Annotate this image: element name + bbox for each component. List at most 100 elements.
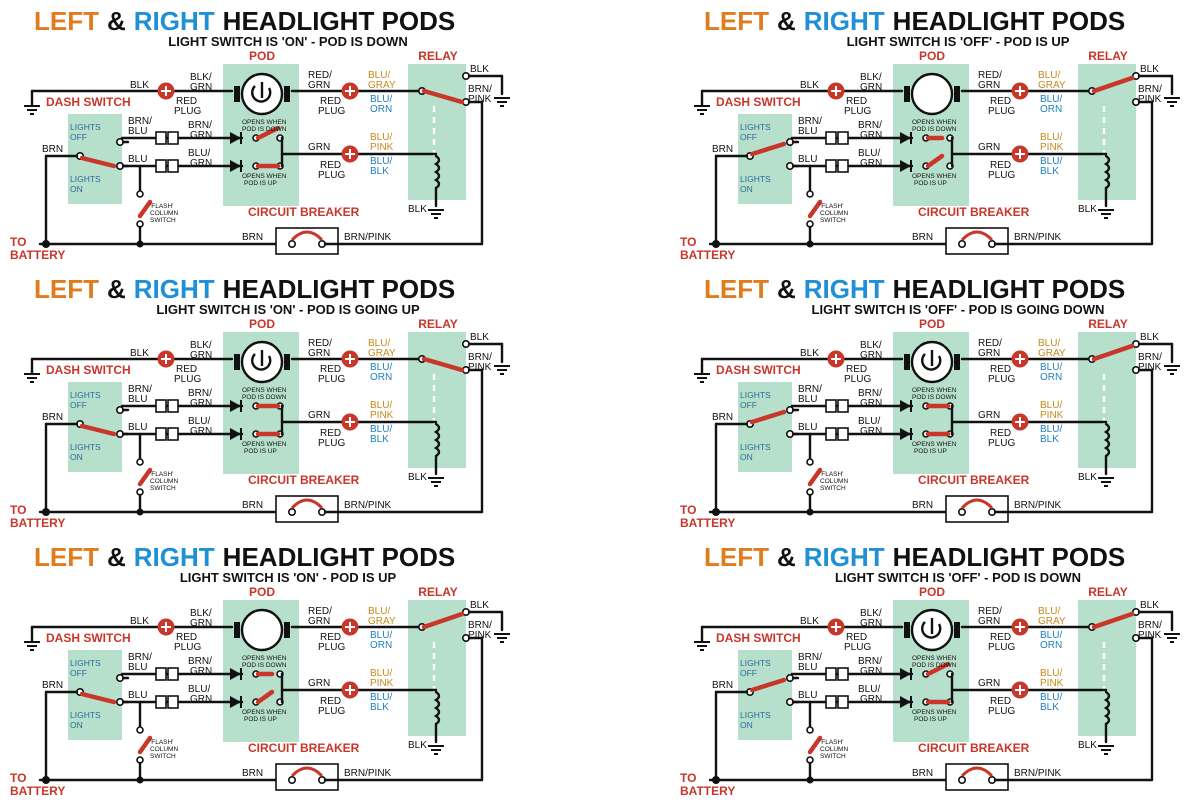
- battery-label: BATTERY: [10, 516, 65, 530]
- title-right: RIGHT: [804, 6, 885, 36]
- dash-on-label: LIGHTS: [70, 710, 101, 720]
- junction: [136, 776, 144, 784]
- wire-label: GRAY: [1038, 80, 1066, 91]
- dash-off-label: OFF: [70, 400, 87, 410]
- circuit-breaker-label: CIRCUIT BREAKER: [248, 741, 360, 755]
- wire-label: RED/: [978, 70, 1002, 81]
- wire-label: BLK: [1078, 740, 1097, 751]
- panel-subtitle: LIGHT SWITCH IS 'OFF' - POD IS DOWN: [835, 570, 1081, 585]
- diode-icon: [900, 132, 912, 144]
- ground-icon: [494, 633, 510, 643]
- pod-note: OPENS WHEN: [912, 441, 957, 448]
- red-plug-icon: [157, 618, 175, 636]
- wire-label: BLU/: [370, 424, 392, 435]
- wire-label: BRN/: [1138, 620, 1162, 631]
- ground-icon: [1164, 365, 1180, 375]
- title-amp: &: [107, 542, 126, 572]
- pod-motor-icon: [904, 340, 960, 384]
- wire-label: BLU/: [1038, 606, 1060, 617]
- red-plug-icon: [341, 82, 359, 100]
- flash-label: COLUMN: [150, 210, 178, 217]
- red-plug-icon: [827, 82, 845, 100]
- red-plug-icon: [157, 350, 175, 368]
- red-plug-label: PLUG: [174, 374, 201, 385]
- wire-label: BLK/: [190, 608, 212, 619]
- pod-note: POD IS UP: [914, 448, 947, 455]
- dash-switch-zone: [738, 382, 792, 472]
- wire-label: BLU/: [188, 684, 210, 695]
- wire-label: ORN: [1040, 104, 1062, 115]
- ground-icon: [1164, 97, 1180, 107]
- ground-icon: [694, 373, 710, 383]
- dash-switch-blade: [749, 409, 787, 425]
- to-label: TO: [10, 771, 26, 785]
- title-right: RIGHT: [134, 274, 215, 304]
- red-plug-label: PLUG: [988, 170, 1015, 181]
- dash-switch-blade: [79, 691, 117, 705]
- red-plug-icon: [1011, 82, 1029, 100]
- red-plug-label: RED: [320, 96, 341, 107]
- dash-on-label: ON: [70, 452, 83, 462]
- wire-label: BLK: [1140, 332, 1159, 343]
- wire-label: BLU/: [370, 156, 392, 167]
- pod-note: POD IS UP: [914, 180, 947, 187]
- pod-note: POD IS UP: [244, 448, 277, 455]
- wire-label: BRN/: [128, 384, 152, 395]
- wire-label: BRN: [42, 144, 63, 155]
- flash-switch-contact: [136, 190, 144, 198]
- diode-icon: [900, 400, 912, 412]
- red-plug-label: RED: [990, 696, 1011, 707]
- wire-label: BLK: [800, 80, 819, 91]
- wire-label: BLK: [130, 616, 149, 627]
- wire-label: BRN/: [1138, 84, 1162, 95]
- title-rest: HEADLIGHT PODS: [223, 274, 456, 304]
- wire-label: BLU/: [858, 148, 880, 159]
- red-plug-icon: [827, 618, 845, 636]
- wire-label: BLK: [800, 348, 819, 359]
- wire-label: BLU: [798, 154, 817, 165]
- wire-label: BLK/: [860, 340, 882, 351]
- connector-icon: [825, 695, 849, 709]
- to-label: TO: [10, 503, 26, 517]
- dash-switch-blade: [79, 423, 117, 437]
- wire-label: GRN: [978, 616, 1000, 627]
- dash-off-label: OFF: [740, 668, 757, 678]
- connector-icon: [825, 667, 849, 681]
- wire-label: GRN: [190, 618, 212, 629]
- wire-label: GRN: [860, 350, 882, 361]
- title-rest: HEADLIGHT PODS: [893, 274, 1126, 304]
- dash-on-label: LIGHTS: [740, 442, 771, 452]
- red-plug-label: PLUG: [318, 706, 345, 717]
- connector-icon: [825, 159, 849, 173]
- wire-label: BLU: [798, 126, 817, 137]
- battery-label: BATTERY: [680, 784, 735, 798]
- pod-note: POD IS DOWN: [912, 662, 957, 669]
- pod-motor-icon: [904, 608, 960, 652]
- dash-off-label: OFF: [740, 400, 757, 410]
- pod-note: OPENS WHEN: [912, 173, 957, 180]
- ground-icon: [494, 365, 510, 375]
- wire-label: BLU: [128, 126, 147, 137]
- pod-note: POD IS DOWN: [242, 394, 287, 401]
- red-plug-label: RED: [176, 96, 197, 107]
- flash-label: SWITCH: [150, 485, 176, 492]
- wire-label: GRN: [978, 142, 1000, 153]
- wire-label: BRN: [712, 144, 733, 155]
- wire-label: BLK: [470, 64, 489, 75]
- red-plug-label: PLUG: [318, 438, 345, 449]
- flash-switch-blade: [137, 199, 153, 219]
- wire-label: BLK: [1078, 204, 1097, 215]
- relay-label: RELAY: [418, 49, 458, 63]
- ground-icon: [1164, 633, 1180, 643]
- wire-label: GRN: [190, 426, 212, 437]
- relay-switch-blade: [421, 356, 465, 373]
- relay-switch-blade: [1091, 75, 1135, 94]
- red-plug-icon: [341, 350, 359, 368]
- diode-icon: [230, 428, 242, 440]
- flash-switch-blade: [137, 467, 153, 487]
- panel-subtitle: LIGHT SWITCH IS 'OFF' - POD IS GOING DOW…: [812, 302, 1105, 317]
- flash-label: 'FLASH': [820, 203, 843, 210]
- dash-switch-label: DASH SWITCH: [46, 631, 131, 645]
